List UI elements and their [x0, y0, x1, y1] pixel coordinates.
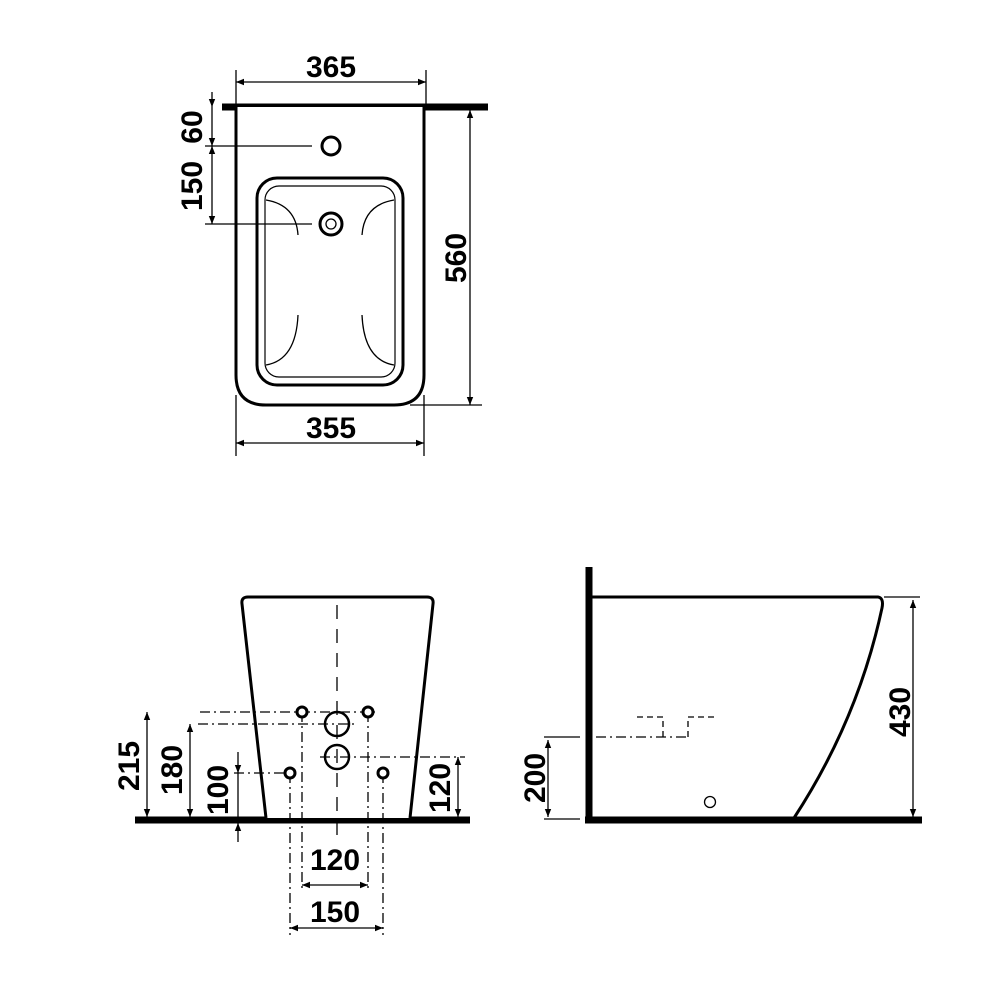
fixing-hole-icon [376, 766, 390, 780]
dim-side-height: 430 [884, 687, 917, 737]
dim-height-100: 100 [202, 765, 235, 815]
fixing-hole-icon [703, 795, 717, 809]
dim-spacing-120: 120 [310, 844, 360, 877]
fixing-hole-icon [283, 766, 297, 780]
dim-outlet-height: 200 [519, 753, 552, 803]
drain-hole-icon [318, 211, 344, 237]
fixing-hole-icon [361, 705, 375, 719]
basin-inner [264, 185, 396, 378]
tap-hole-icon [320, 135, 342, 157]
dim-hole-offset-2: 150 [176, 161, 209, 211]
dim-spacing-150: 150 [310, 896, 360, 929]
dim-hole-offset-1: 60 [176, 110, 209, 143]
dim-height-120: 120 [424, 763, 457, 813]
dim-width-bottom: 355 [306, 412, 356, 445]
fixing-hole-icon [295, 705, 309, 719]
basin-contour [265, 199, 395, 366]
waste-outlet-icon [323, 743, 351, 771]
bidet-outline-side [592, 595, 884, 819]
water-inlet-icon [323, 710, 351, 738]
top-view: 365 60 150 560 355 [176, 51, 488, 456]
front-view: 215 180 100 120 120 150 [113, 595, 470, 935]
dim-height-180: 180 [156, 745, 189, 795]
basin-outline [255, 176, 405, 387]
dim-height-215: 215 [113, 741, 146, 791]
dim-width-top: 365 [306, 51, 356, 84]
dim-depth: 560 [440, 233, 473, 283]
side-view: 430 200 [519, 567, 922, 824]
